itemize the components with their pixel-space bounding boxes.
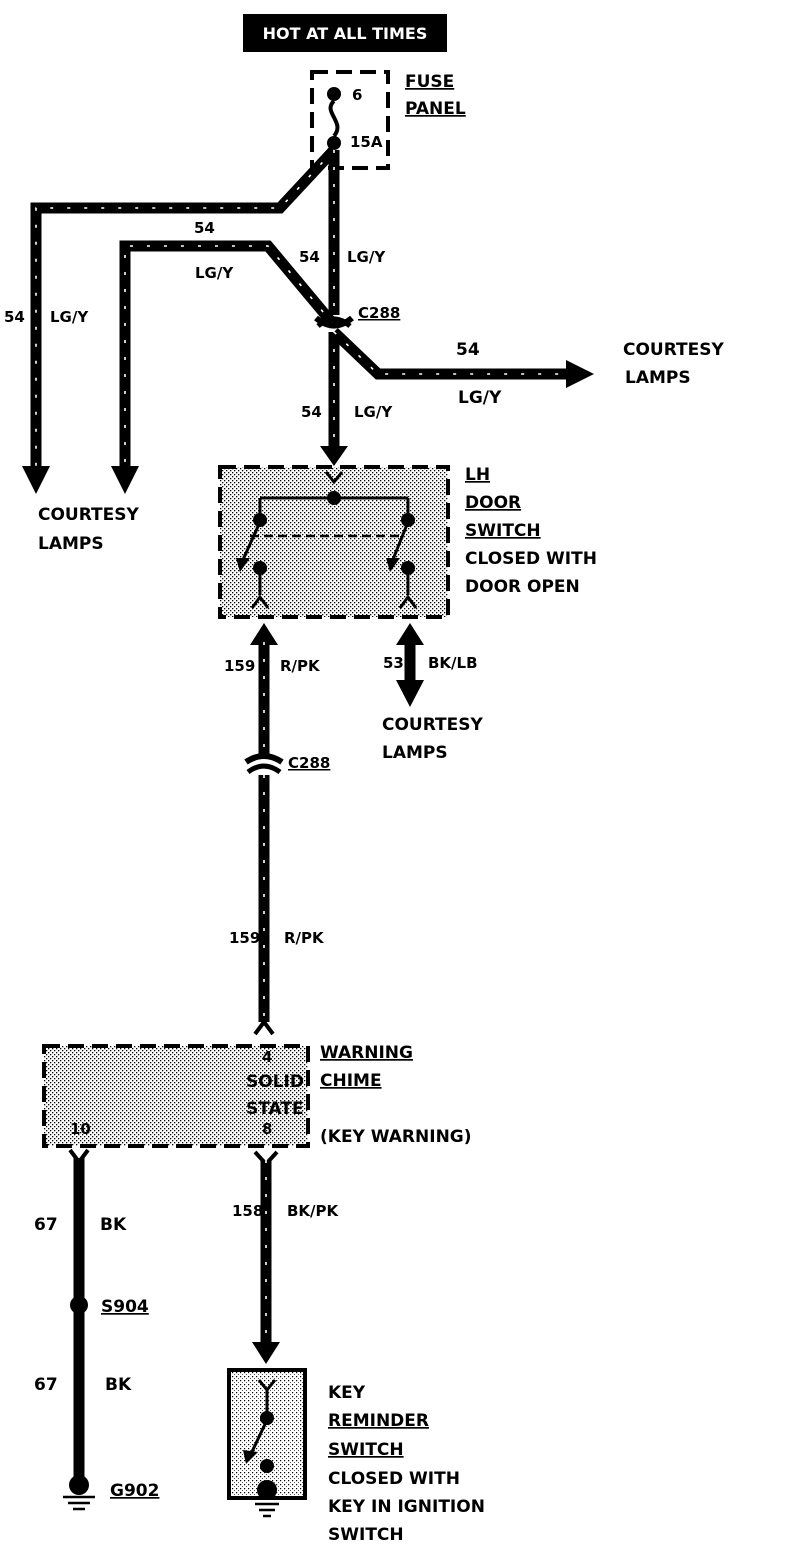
- key-switch-line3: SWITCH: [328, 1440, 404, 1460]
- key-switch-ground-symbol: [255, 1502, 279, 1518]
- door-switch-line1: LH: [465, 465, 490, 485]
- w67-bottom-circuit: 67: [34, 1375, 58, 1395]
- courtesy-left-line2: LAMPS: [38, 534, 104, 554]
- chime-title-1: WARNING: [320, 1043, 413, 1063]
- door-switch-line4: CLOSED WITH: [465, 549, 597, 569]
- lh-door-switch: [218, 465, 450, 619]
- wire-53: [396, 623, 424, 707]
- w159-bottom-color: R/PK: [284, 929, 325, 947]
- wire-54-right: [330, 328, 594, 388]
- w54-left-color: LG/Y: [50, 308, 89, 326]
- fuse-panel: 6 15A FUSE PANEL: [310, 70, 466, 170]
- courtesy-bottom-line2: LAMPS: [382, 743, 448, 763]
- w54-lower-circuit: 54: [301, 403, 322, 421]
- wire-67: [63, 1148, 95, 1511]
- c288-mid-label: C288: [288, 754, 330, 772]
- key-switch-line2: REMINDER: [328, 1411, 429, 1431]
- courtesy-bottom-line1: COURTESY: [382, 715, 484, 735]
- ground-g902-label: G902: [110, 1481, 159, 1501]
- connector-c288-mid: C288: [244, 753, 330, 775]
- chime-inner-1: SOLID: [246, 1072, 304, 1092]
- door-switch-line3: SWITCH: [465, 521, 541, 541]
- w159-bottom-circuit: 159: [229, 929, 260, 947]
- ground-symbol: [63, 1495, 95, 1511]
- chime-pin-8: 8: [262, 1120, 272, 1138]
- chime-inner-2: STATE: [246, 1099, 304, 1119]
- chime-title-3: (KEY WARNING): [320, 1127, 472, 1147]
- arrow-down-key-switch: [252, 1342, 280, 1364]
- w54-main-color: LG/Y: [347, 248, 386, 266]
- w53-circuit: 53: [383, 654, 404, 672]
- key-switch-line1: KEY: [328, 1383, 366, 1403]
- w159-top-circuit: 159: [224, 657, 255, 675]
- fuse-panel-title-2: PANEL: [405, 99, 466, 119]
- w54-main-circuit: 54: [299, 248, 320, 266]
- w158-color: BK/PK: [287, 1202, 340, 1220]
- warning-chime-module: 4 SOLID STATE 10 8: [42, 1044, 310, 1148]
- wire-159: [250, 623, 278, 1036]
- arrow-down-door-switch: [320, 446, 348, 466]
- w67-top-circuit: 67: [34, 1215, 58, 1235]
- ground-g902-dot: [69, 1475, 89, 1495]
- c288-top-label: C288: [358, 304, 400, 322]
- splice-s904-dot: [70, 1296, 88, 1314]
- key-reminder-switch: [227, 1368, 307, 1518]
- wire-54-left: [22, 146, 339, 494]
- fuse-terminal-top: [327, 87, 341, 101]
- w159-top-color: R/PK: [280, 657, 321, 675]
- splice-s904-label: S904: [101, 1297, 149, 1317]
- key-switch-line4: CLOSED WITH: [328, 1469, 460, 1489]
- arrow-down-middle: [111, 466, 139, 494]
- hot-label: HOT AT ALL TIMES: [263, 24, 428, 43]
- wire-54-middle: [111, 240, 339, 494]
- chime-pin-4: 4: [262, 1048, 272, 1066]
- fuse-number: 6: [352, 86, 362, 104]
- courtesy-right-line1: COURTESY: [623, 340, 725, 360]
- w158-circuit: 158: [232, 1202, 263, 1220]
- wire-54-trunk: [320, 150, 348, 466]
- fuse-terminal-bottom: [327, 136, 341, 150]
- arrow-right: [566, 360, 594, 388]
- w54-lower-color: LG/Y: [354, 403, 393, 421]
- arrow-down-left: [22, 466, 50, 494]
- key-switch-line6: SWITCH: [328, 1525, 404, 1545]
- chime-title-2: CHIME: [320, 1071, 382, 1091]
- w54-left-circuit: 54: [4, 308, 25, 326]
- door-switch-line5: DOOR OPEN: [465, 577, 580, 597]
- w54-right-color: LG/Y: [458, 388, 502, 408]
- fuse-panel-title-1: FUSE: [405, 72, 454, 92]
- fuse-rating: 15A: [350, 133, 383, 151]
- key-switch-line5: KEY IN IGNITION: [328, 1497, 485, 1517]
- fuse-element: [328, 99, 340, 138]
- wire-158: [252, 1150, 280, 1364]
- courtesy-right-line2: LAMPS: [625, 368, 691, 388]
- door-switch-line2: DOOR: [465, 493, 521, 513]
- w67-top-color: BK: [100, 1215, 127, 1235]
- w54-mid-color: LG/Y: [195, 264, 234, 282]
- connector-c288-top: C288: [314, 304, 400, 329]
- w54-mid-top-circuit: 54: [194, 219, 215, 237]
- w54-right-circuit: 54: [456, 340, 480, 360]
- w53-color: BK/LB: [428, 654, 478, 672]
- chime-pin-10: 10: [70, 1120, 91, 1138]
- courtesy-left-line1: COURTESY: [38, 505, 140, 525]
- w67-bottom-color: BK: [105, 1375, 132, 1395]
- hot-at-all-times-banner: HOT AT ALL TIMES: [243, 14, 447, 52]
